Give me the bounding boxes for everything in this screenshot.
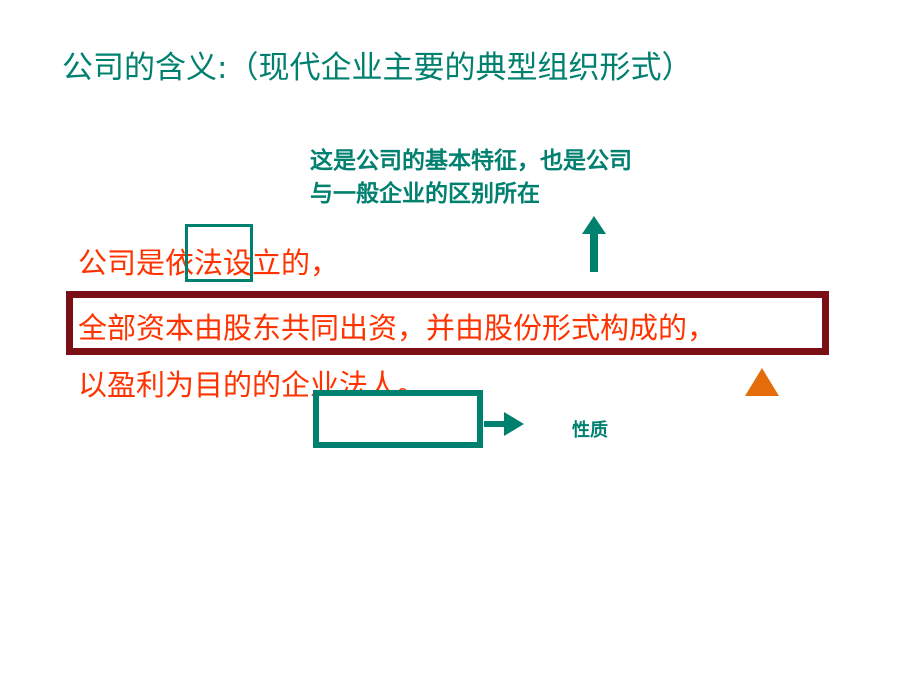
slide-title: 公司的含义:（现代企业主要的典型组织形式） [62,50,693,86]
feature-note-line-1: 这是公司的基本特征，也是公司 [310,148,632,174]
definition-line-1: 公司是依法设立的， [78,246,340,280]
right-arrow-icon [484,412,524,436]
up-arrow-icon [582,216,606,272]
definition-line-2: 全部资本由股东共同出资，并由股份形式构成的， [78,311,717,345]
feature-note-line-2: 与一般企业的区别所在 [310,181,540,207]
triangle-marker-icon [745,368,779,396]
capital-clause-frame [66,291,829,355]
feature-note: 这是公司的基本特征，也是公司 与一般企业的区别所在 [310,145,632,211]
legal-basis-highlight-box [185,224,253,282]
nature-label: 性质 [572,420,608,441]
enterprise-legal-person-box [313,390,483,448]
